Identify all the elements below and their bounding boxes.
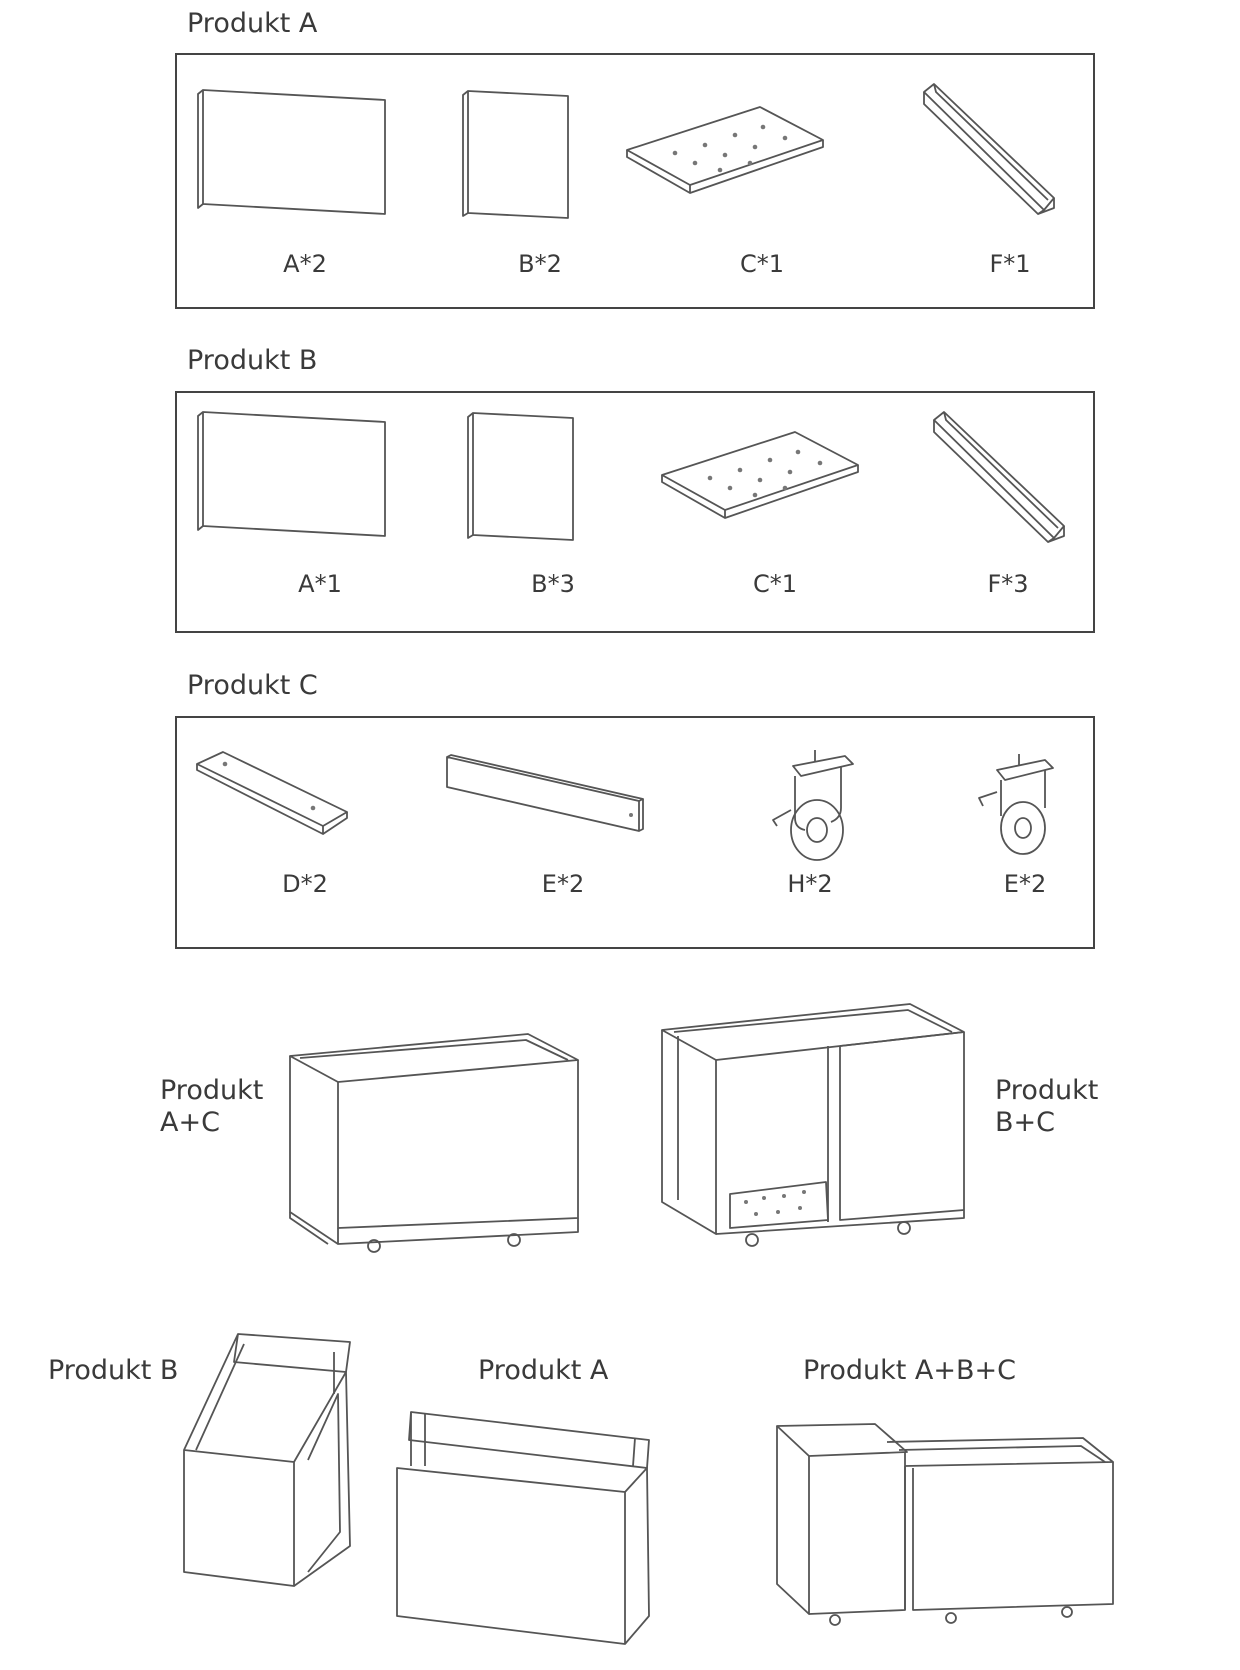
assembly-label-ac: Produkt A+C bbox=[160, 1075, 263, 1140]
assembly-label-abc: Produkt A+B+C bbox=[803, 1355, 1016, 1386]
part-count: E*2 bbox=[541, 870, 585, 898]
parts-panel-produkt-b bbox=[175, 391, 1095, 633]
assembly-b-drawing bbox=[183, 1333, 351, 1587]
part-count: B*3 bbox=[531, 570, 575, 598]
panel-c-drawing bbox=[626, 106, 824, 194]
assembly-label-line: B+C bbox=[995, 1107, 1055, 1139]
part-count: A*1 bbox=[298, 570, 342, 598]
part-count: C*1 bbox=[752, 570, 798, 598]
part-count: E*2 bbox=[1003, 870, 1047, 898]
panel-b-drawing bbox=[462, 90, 569, 219]
part-count: C*1 bbox=[739, 250, 785, 278]
section-title-produkt-a: Produkt A bbox=[187, 8, 318, 39]
bracket-d-drawing bbox=[196, 751, 348, 835]
assembly-ac-drawing bbox=[289, 1033, 579, 1253]
assembly-label-b: Produkt B bbox=[48, 1355, 179, 1386]
part-count: D*2 bbox=[282, 870, 328, 898]
parts-panel-produkt-a bbox=[175, 53, 1095, 309]
profile-f-drawing bbox=[923, 83, 1055, 215]
panel-a-drawing bbox=[197, 89, 386, 215]
profile-f-drawing bbox=[933, 411, 1065, 543]
rail-e-drawing bbox=[446, 754, 644, 832]
parts-panel-produkt-c bbox=[175, 716, 1095, 949]
panel-c-drawing bbox=[661, 431, 859, 519]
assembly-label-a: Produkt A bbox=[478, 1355, 609, 1386]
assembly-abc-drawing bbox=[776, 1423, 1114, 1626]
section-title-produkt-c: Produkt C bbox=[187, 670, 318, 701]
part-count: A*2 bbox=[283, 250, 327, 278]
assembly-label-line: Produkt bbox=[995, 1075, 1099, 1106]
assembly-label-line: Produkt bbox=[160, 1075, 264, 1106]
part-count: H*2 bbox=[787, 870, 833, 898]
panel-a-drawing bbox=[197, 411, 386, 537]
section-title-produkt-b: Produkt B bbox=[187, 345, 318, 376]
caster-h-drawing bbox=[772, 750, 854, 861]
panel-b-drawing bbox=[467, 412, 574, 541]
assembly-label-bc: Produkt B+C bbox=[995, 1075, 1098, 1140]
part-count: B*2 bbox=[518, 250, 562, 278]
assembly-a-drawing bbox=[396, 1411, 650, 1645]
caster-e-drawing bbox=[978, 754, 1054, 855]
part-count: F*3 bbox=[987, 570, 1029, 598]
part-count: F*1 bbox=[989, 250, 1031, 278]
assembly-label-line: A+C bbox=[160, 1107, 220, 1139]
assembly-bc-drawing bbox=[661, 1003, 965, 1247]
